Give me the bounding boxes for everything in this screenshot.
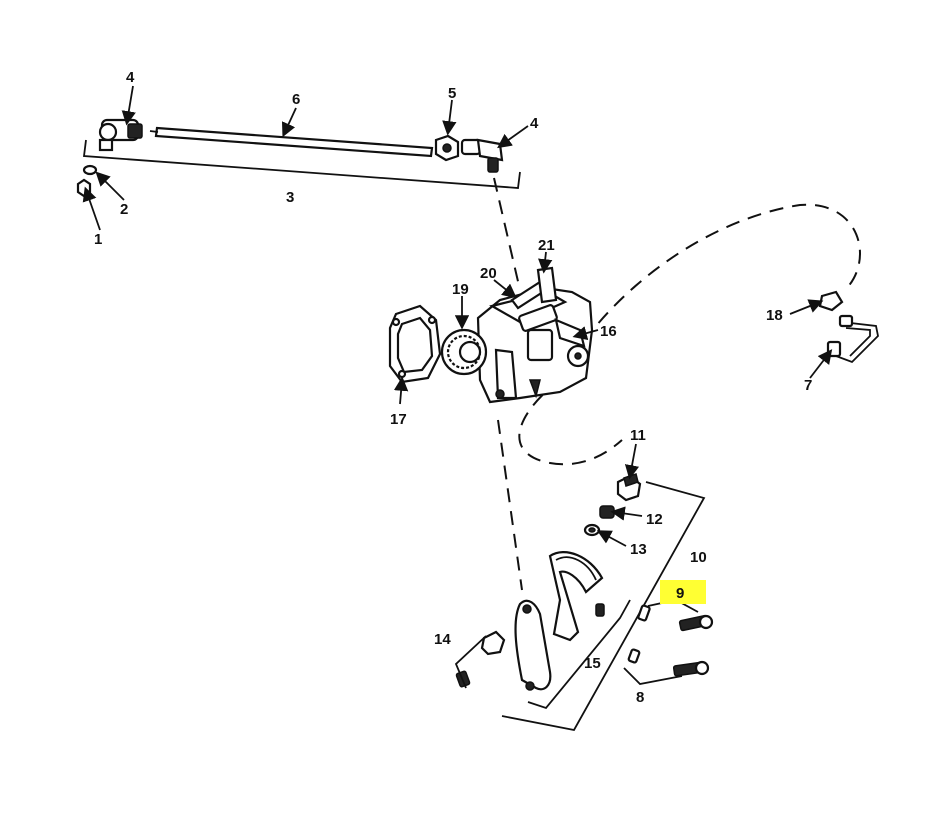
governor-housing [476,266,594,404]
fitting-part-18 [818,290,844,312]
callout-10: 10 [690,549,707,566]
callout-9: 9 [676,585,684,602]
throttle-bracket-plate [548,551,605,642]
callout-15: 15 [584,655,601,672]
nut-part-5 [434,134,460,162]
linkage-rod-assembly [76,118,521,198]
callout-labels: 4 6 5 4 3 2 1 21 20 19 16 17 18 7 11 12 … [94,69,812,706]
callout-14: 14 [434,631,451,648]
callout-20: 20 [480,265,497,282]
callout-2: 2 [120,201,128,218]
callout-5: 5 [448,85,456,102]
spring-part-12 [599,505,615,519]
bracket-callout-15 [527,599,631,710]
callout-18: 18 [766,307,783,324]
cover-plate [514,599,552,691]
ball-joint-left-part-4 [98,118,143,152]
callout-3: 3 [286,189,294,206]
ball-joint-right-part-4 [460,138,504,173]
center-lines [493,177,861,591]
gasket-part-17 [388,304,442,384]
rod-part-6 [154,126,434,158]
callout-21: 21 [538,237,555,254]
lever-part-21 [536,266,558,304]
callout-1: 1 [94,231,102,248]
callout-7: 7 [804,377,812,394]
gear-part-19 [440,328,488,376]
callout-16: 16 [600,323,617,340]
callout-4: 4 [530,115,539,132]
bracket-callout-8 [623,667,683,685]
callout-13: 13 [630,541,647,558]
callout-4: 4 [126,69,135,86]
washer-part-2 [82,164,98,176]
callout-19: 19 [452,281,469,298]
fuel-line-part-7 [826,314,879,364]
bolt-part-9 [637,604,714,632]
washer-part-13 [583,523,601,537]
callout-12: 12 [646,511,663,528]
callout-6: 6 [292,91,300,108]
plug-part-11 [616,473,642,502]
bolt-part-8 [627,648,710,677]
callout-11: 11 [630,427,646,444]
callout-17: 17 [390,411,407,428]
leader-arrows [82,85,833,547]
callout-8: 8 [636,689,644,706]
bracket-callout-14 [454,635,487,689]
callout-9-highlight [660,580,706,604]
